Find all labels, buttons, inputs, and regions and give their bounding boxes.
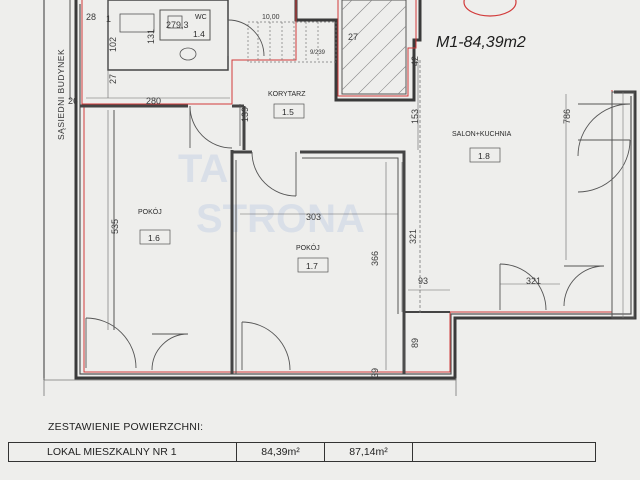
- dim-303: 303: [306, 212, 321, 222]
- corridor-dashed-area: [247, 21, 337, 63]
- dim-786: 786: [562, 109, 572, 124]
- dim-89: 89: [410, 338, 420, 348]
- room-label-corridor: KORYTARZ: [268, 91, 306, 98]
- dim-27-c: 27: [166, 20, 176, 30]
- room-number-living: 1.8: [478, 151, 490, 161]
- room-label-bedroom-1: POKÓJ: [138, 207, 162, 216]
- dim-27-a: 27: [348, 32, 358, 42]
- outer-wall-inner-line: [79, 4, 632, 375]
- watermark-line-2: STRONA: [196, 197, 365, 241]
- area-summary: ZESTAWIENIE POWIERZCHNI: LOKAL MIESZKALN…: [0, 406, 640, 480]
- room-number-corridor: 1.5: [282, 107, 294, 117]
- total-area-cell: 87,14m²: [324, 442, 413, 462]
- watermark-line-1: TA: [178, 147, 228, 191]
- dim-153: 153: [410, 109, 420, 124]
- doors: [85, 103, 631, 371]
- neighbour-building-label: SĄSIEDNI BUDYNEK: [56, 49, 66, 140]
- room-number-bedroom-2: 1.7: [306, 261, 318, 271]
- dim-131: 131: [146, 29, 156, 44]
- interior-walls: [80, 60, 450, 374]
- area-boundary-red-4: [231, 0, 297, 104]
- dim-1: 1: [106, 14, 111, 24]
- dim-366: 366: [370, 251, 380, 266]
- dim-102: 102: [108, 37, 118, 52]
- paper-background: [0, 0, 640, 406]
- top-wall: [294, 0, 422, 102]
- room-number-bedroom-1: 1.6: [148, 233, 160, 243]
- summary-title: ZESTAWIENIE POWIERZCHNI:: [48, 421, 204, 433]
- dim-93: 93: [418, 276, 428, 286]
- dim-9-3: 9,3: [176, 20, 189, 30]
- room-label-living: SALON+KUCHNIA: [452, 131, 512, 138]
- room-number-box-living: [469, 147, 501, 163]
- area-boundary-red-3: [337, 0, 417, 97]
- empty-cell: [412, 442, 596, 462]
- unit-marker-circle: [463, 0, 517, 17]
- wc-number: 1.4: [193, 29, 205, 39]
- dim-28: 28: [86, 12, 96, 22]
- dim-39: 39: [370, 368, 380, 378]
- dim-535: 535: [110, 219, 120, 234]
- dim-42: 42: [410, 56, 420, 66]
- room-number-box-bedroom-1: [139, 229, 171, 245]
- dim-139: 139: [240, 107, 250, 122]
- outer-wall: [74, 0, 637, 380]
- room-number-box-bedroom-2: [297, 257, 329, 273]
- area-boundary-red-2: [81, 0, 232, 105]
- wc-label: WC: [195, 14, 207, 21]
- room-label-bedroom-2: POKÓJ: [296, 243, 320, 252]
- small-label-2: 9/239: [310, 50, 326, 56]
- dim-27-b: 27: [108, 74, 118, 84]
- summary-table: LOKAL MIESZKALNY NR 1 84,39m² 87,14m²: [8, 442, 596, 462]
- room-number-box-corridor: [273, 103, 305, 119]
- table-row: LOKAL MIESZKALNY NR 1 84,39m² 87,14m²: [8, 442, 596, 462]
- unit-name-cell: LOKAL MIESZKALNY NR 1: [8, 442, 237, 462]
- dimension-lines: [86, 0, 567, 370]
- dim-321-vertical: 321: [408, 229, 418, 244]
- small-label-1: 10,00: [262, 14, 280, 21]
- unit-title: M1-84,39m2: [436, 34, 526, 51]
- dim-280: 280: [146, 96, 161, 106]
- dim-321-horizontal: 321: [526, 276, 541, 286]
- dim-26: 26: [68, 96, 78, 106]
- usable-area-cell: 84,39m²: [236, 442, 325, 462]
- hatched-wall: [341, 0, 407, 95]
